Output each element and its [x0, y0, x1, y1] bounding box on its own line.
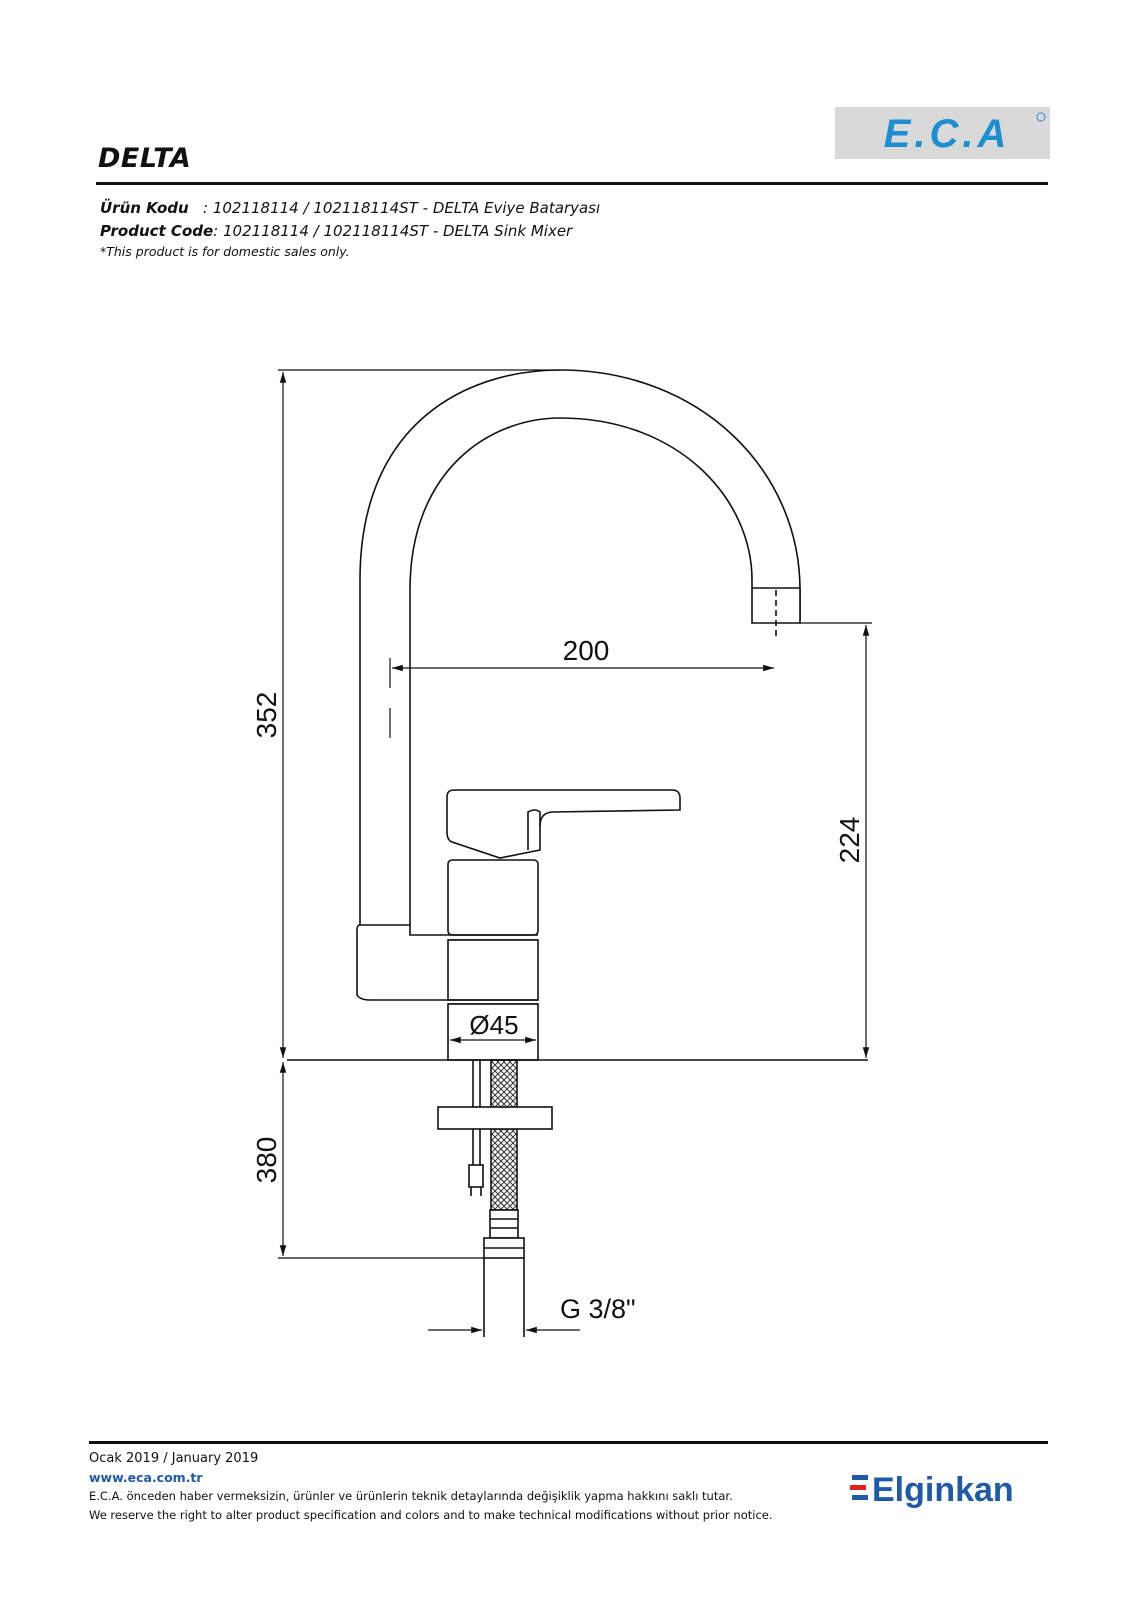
- elginkan-logo: Elginkan: [850, 1471, 1014, 1509]
- footer-rule: [89, 1441, 1048, 1444]
- product-code-value: : 102118114 / 102118114ST - DELTA Sink M…: [213, 222, 573, 240]
- urun-kodu-line: Ürün Kodu : 102118114 / 102118114ST - DE…: [100, 199, 600, 217]
- dim-200-label: 200: [563, 635, 610, 666]
- eca-logo: E.C.A: [835, 107, 1050, 159]
- footer-disclaimer-tr: E.C.A. önceden haber vermeksizin, ürünle…: [89, 1489, 733, 1503]
- header-rule: [96, 182, 1048, 185]
- logo-bar-bottom: [852, 1495, 868, 1500]
- footer-website-link[interactable]: www.eca.com.tr: [89, 1470, 203, 1485]
- lever-handle: [446, 789, 681, 859]
- domestic-note: *This product is for domestic sales only…: [100, 244, 350, 259]
- footer-date: Ocak 2019 / January 2019: [89, 1451, 259, 1466]
- eca-logo-text: E.C.A: [884, 112, 1011, 156]
- dim-380-label: 380: [251, 1137, 282, 1184]
- logo-bar-middle: [850, 1485, 866, 1490]
- dim-352-label: 352: [251, 692, 282, 739]
- body-cylinder: [447, 859, 539, 936]
- urun-kodu-label: Ürün Kodu: [100, 199, 189, 217]
- dim-224-label: 224: [834, 817, 865, 864]
- dimension-labels: 352 380 200 224 Ø45 G 3/8": [251, 635, 865, 1324]
- product-code-line: Product Code: 102118114 / 102118114ST - …: [100, 222, 572, 240]
- spout-outer: [359, 369, 801, 925]
- faucet-outline: [287, 369, 868, 1337]
- dim-45-label: Ø45: [469, 1010, 518, 1040]
- flex-hose: [490, 1059, 518, 1211]
- fixing-plate: [437, 1106, 553, 1130]
- base-collar: [447, 1003, 539, 1061]
- page-title: DELTA: [98, 143, 192, 174]
- urun-kodu-value: : 102118114 / 102118114ST - DELTA Eviye …: [188, 199, 601, 217]
- logo-bar-top: [852, 1475, 868, 1480]
- spout-inner: [409, 417, 753, 925]
- product-code-label: Product Code: [100, 222, 214, 240]
- elginkan-logo-text: Elginkan: [872, 1471, 1014, 1509]
- dim-g38-label: G 3/8": [560, 1294, 636, 1324]
- base-block: [356, 924, 448, 1001]
- footer-disclaimer-en: We reserve the right to alter product sp…: [89, 1508, 773, 1522]
- dimensions: [278, 369, 872, 1334]
